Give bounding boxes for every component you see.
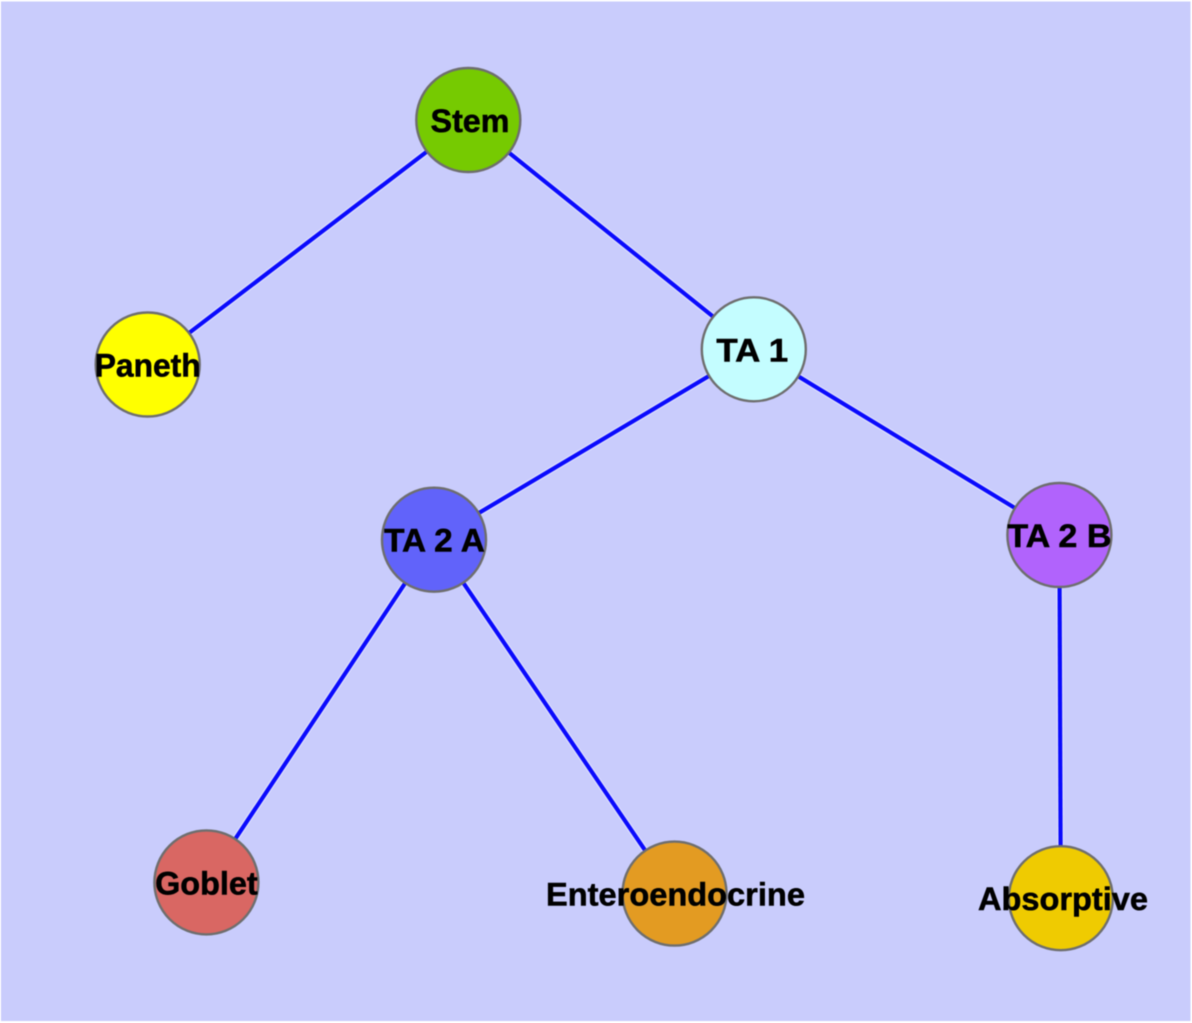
svg-text:Absorptive: Absorptive — [978, 881, 1148, 917]
svg-text:TA 2 A: TA 2 A — [384, 523, 485, 559]
svg-text:TA 2 B: TA 2 B — [1007, 518, 1111, 554]
svg-text:Goblet: Goblet — [155, 865, 258, 901]
svg-text:TA 1: TA 1 — [716, 332, 788, 368]
svg-text:Stem: Stem — [431, 103, 510, 139]
svg-text:Paneth: Paneth — [95, 348, 201, 384]
svg-text:Enteroendocrine: Enteroendocrine — [546, 877, 805, 913]
